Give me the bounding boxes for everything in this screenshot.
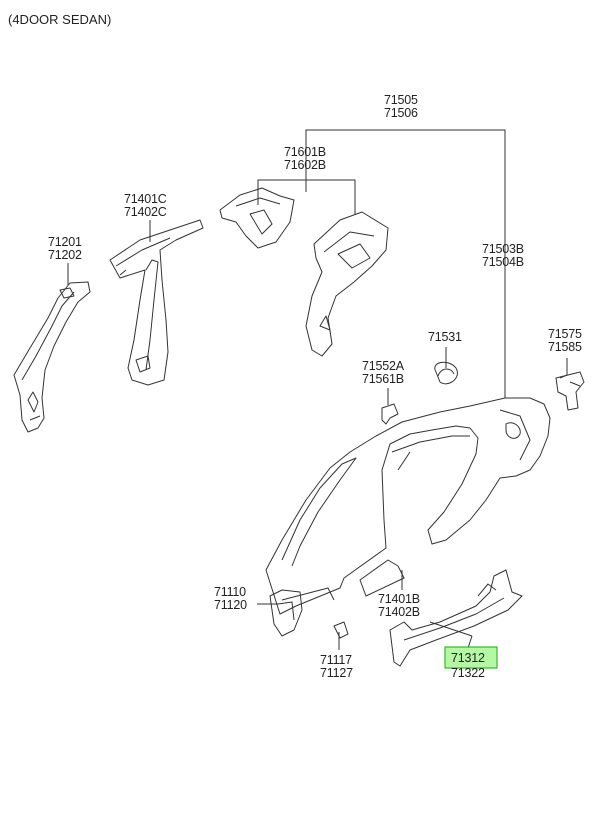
- svg-text:71120: 71120: [214, 598, 247, 612]
- part-wheelhouse-rear[interactable]: [305, 211, 389, 357]
- svg-text:71504B: 71504B: [482, 255, 524, 269]
- part-side-outer-panel[interactable]: [265, 397, 551, 615]
- svg-text:71552A: 71552A: [362, 359, 405, 373]
- svg-text:71202: 71202: [48, 248, 82, 262]
- callout-71117[interactable]: 71117 71127: [320, 653, 353, 680]
- part-clip[interactable]: [333, 621, 349, 639]
- svg-text:71601B: 71601B: [284, 145, 326, 159]
- part-wheelhouse-front[interactable]: [219, 187, 295, 249]
- callout-71201[interactable]: 71201 71202: [48, 235, 82, 262]
- svg-text:71312: 71312: [451, 651, 485, 665]
- svg-text:71505: 71505: [384, 93, 418, 107]
- callout-71110[interactable]: 71110 71120: [214, 585, 247, 612]
- callout-71401b[interactable]: 71401B 71402B: [378, 592, 420, 619]
- svg-text:71561B: 71561B: [362, 372, 404, 386]
- part-b-pillar-inner[interactable]: [109, 219, 204, 386]
- svg-text:71602B: 71602B: [284, 158, 326, 172]
- svg-text:71531: 71531: [428, 330, 462, 344]
- callout-71505[interactable]: 71505 71506: [384, 93, 418, 120]
- callout-71531[interactable]: 71531: [428, 330, 462, 344]
- svg-text:71402C: 71402C: [124, 205, 167, 219]
- part-side-sill[interactable]: [389, 569, 523, 667]
- svg-text:71117: 71117: [320, 653, 352, 667]
- part-roof-bracket[interactable]: [381, 403, 399, 425]
- svg-text:71402B: 71402B: [378, 605, 420, 619]
- part-a-pillar-inner[interactable]: [13, 281, 91, 433]
- part-lid-latch[interactable]: [555, 371, 585, 411]
- part-fuel-filler[interactable]: [434, 361, 458, 385]
- svg-text:71201: 71201: [48, 235, 82, 249]
- svg-text:71401B: 71401B: [378, 592, 420, 606]
- svg-text:71127: 71127: [320, 666, 353, 680]
- highlight-box: [444, 646, 498, 669]
- svg-text:71506: 71506: [384, 106, 418, 120]
- svg-text:71503B: 71503B: [482, 242, 524, 256]
- svg-text:71110: 71110: [214, 585, 246, 599]
- callout-71503b[interactable]: 71503B 71504B: [482, 242, 524, 269]
- svg-text:71322: 71322: [451, 666, 485, 680]
- svg-text:71585: 71585: [548, 340, 582, 354]
- diagram-title: (4DOOR SEDAN): [8, 12, 111, 27]
- svg-text:71401C: 71401C: [124, 192, 167, 206]
- part-front-pillar-lower[interactable]: [269, 589, 303, 637]
- svg-text:71575: 71575: [548, 327, 582, 341]
- callout-71552a[interactable]: 71552A 71561B: [362, 359, 405, 386]
- callout-71575[interactable]: 71575 71585: [548, 327, 582, 354]
- callout-71401c[interactable]: 71401C 71402C: [124, 192, 167, 219]
- callout-71312[interactable]: 71312 71322: [444, 646, 498, 680]
- callout-71601b[interactable]: 71601B 71602B: [284, 145, 326, 172]
